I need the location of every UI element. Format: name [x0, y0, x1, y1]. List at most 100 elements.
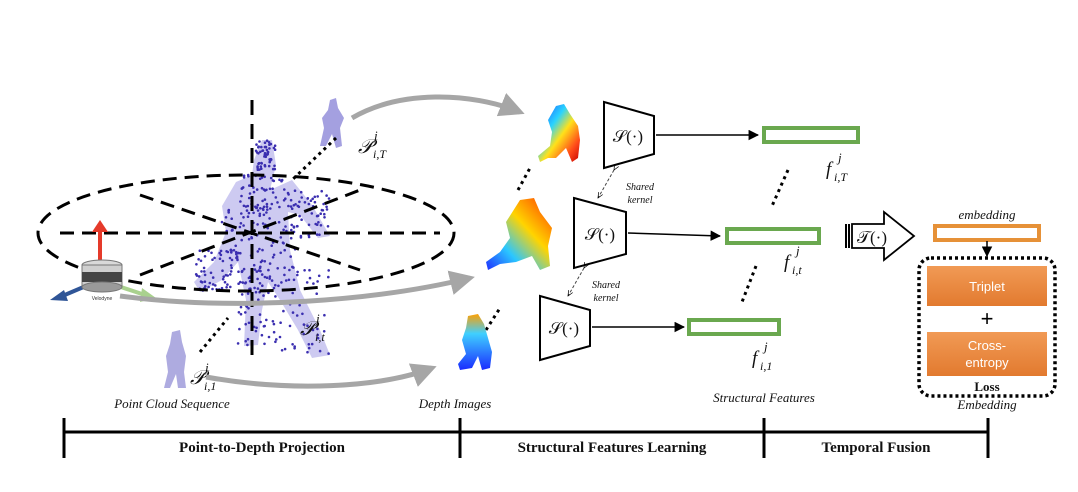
point-cloud-dot [307, 235, 311, 239]
point-cloud-dot [325, 194, 328, 197]
structural-features-caption: Structural Features [713, 390, 815, 405]
point-cloud-dot [260, 273, 264, 276]
point-cloud-dot [293, 347, 296, 350]
point-cloud-dot [240, 238, 243, 242]
point-cloud-dot [302, 332, 306, 336]
point-cloud-dot [290, 223, 294, 227]
depth-image-T [538, 104, 580, 162]
shared-kernel-link-1 [598, 170, 614, 198]
point-cloud-dot [316, 336, 320, 340]
point-cloud-dot [289, 255, 293, 258]
point-cloud-dot [248, 287, 251, 291]
point-cloud-dot [288, 324, 292, 328]
point-cloud-dot [253, 286, 256, 290]
point-cloud-dot [298, 303, 301, 307]
point-cloud-dot [279, 321, 282, 325]
point-cloud-dot [292, 278, 296, 282]
point-cloud-dot [315, 214, 319, 218]
point-cloud-dot [280, 349, 284, 352]
point-cloud-dot [245, 305, 249, 308]
svg-text:Shared: Shared [626, 182, 655, 193]
point-cloud-dot [203, 254, 207, 258]
svg-text:Shared: Shared [592, 280, 621, 291]
point-cloud-dot [239, 251, 242, 255]
shared-kernel-label-1: Shared kernel [626, 182, 655, 206]
point-cloud-dot [219, 249, 223, 253]
point-cloud-dot [268, 217, 271, 220]
point-cloud-dot [211, 276, 215, 279]
point-cloud-dot [327, 269, 331, 272]
point-cloud-dot [269, 207, 272, 210]
point-cloud-dot [326, 225, 330, 228]
point-cloud-dot [269, 176, 273, 180]
point-cloud-dot [315, 223, 319, 226]
svg-text:j: j [372, 128, 378, 143]
point-cloud-dot [255, 206, 258, 210]
point-cloud-dot [271, 187, 274, 190]
point-cloud-dot [290, 207, 294, 210]
point-cloud-dot [268, 277, 272, 280]
point-cloud-dot [261, 199, 264, 203]
point-cloud-dot [262, 205, 266, 209]
point-cloud-dot [257, 162, 260, 166]
point-cloud-dot [253, 268, 257, 271]
point-cloud-dot [278, 178, 281, 182]
projection-arrow-1 [205, 363, 437, 389]
loss-panel: Triplet + Cross- entropy Loss [917, 256, 1057, 398]
point-cloud-dot [267, 335, 271, 339]
point-cloud-dot [262, 294, 265, 297]
svg-text:Triplet: Triplet [969, 279, 1005, 294]
point-cloud-dot [218, 257, 222, 261]
depth-dots-upper [516, 167, 532, 191]
svg-text:j: j [203, 360, 209, 375]
depth-image-1 [458, 314, 492, 370]
point-cloud-dot [296, 273, 299, 277]
point-cloud-dot [278, 335, 282, 339]
point-cloud-dot [325, 205, 328, 209]
point-cloud-dot [200, 281, 204, 284]
point-cloud-dot [240, 293, 244, 296]
point-cloud-frame-1 [164, 330, 186, 388]
point-cloud-dot [252, 211, 255, 215]
point-cloud-dot [235, 256, 238, 260]
dotted-link-1 [198, 317, 230, 353]
label-P-i1: 𝒫 i,1 j [190, 360, 216, 393]
point-cloud-dot [282, 309, 285, 313]
point-cloud-dot [223, 280, 227, 284]
point-cloud-dot [273, 164, 276, 168]
point-cloud-dot [272, 253, 276, 257]
point-cloud-dot [241, 269, 244, 273]
point-cloud-dot [322, 202, 325, 206]
point-cloud-dot [242, 176, 246, 179]
point-cloud-dot [259, 269, 262, 273]
point-cloud-dot [268, 187, 272, 191]
point-cloud-dot [306, 197, 310, 200]
point-cloud-dot [266, 208, 269, 211]
svg-text:i,1: i,1 [760, 359, 772, 373]
point-cloud-dot [317, 221, 320, 224]
point-cloud-dot [255, 326, 258, 330]
point-cloud-dot [211, 258, 214, 262]
point-cloud-dot [308, 268, 311, 272]
feature-dots-upper [770, 169, 790, 207]
shared-kernel-label-2: Shared kernel [592, 280, 621, 304]
point-cloud-dot [323, 216, 326, 219]
point-cloud-dot [236, 251, 240, 255]
point-cloud-dot [252, 263, 256, 267]
point-cloud-dot [229, 285, 232, 289]
point-cloud-dot [272, 179, 276, 183]
point-cloud-dot [269, 142, 273, 146]
point-cloud-frame-T [320, 98, 344, 148]
point-cloud-dot [255, 188, 259, 191]
point-cloud-dot [318, 233, 321, 236]
point-cloud-dot [260, 167, 263, 170]
svg-text:𝒮(·): 𝒮(·) [585, 225, 615, 244]
point-cloud-dot [301, 312, 304, 316]
point-cloud-dot [238, 327, 241, 331]
point-cloud-dot [267, 268, 270, 272]
point-cloud-dot [265, 148, 269, 152]
point-cloud-dot [246, 204, 250, 208]
point-cloud-dot [273, 144, 277, 147]
point-cloud-dot [283, 188, 286, 191]
point-cloud-dot [254, 149, 258, 153]
